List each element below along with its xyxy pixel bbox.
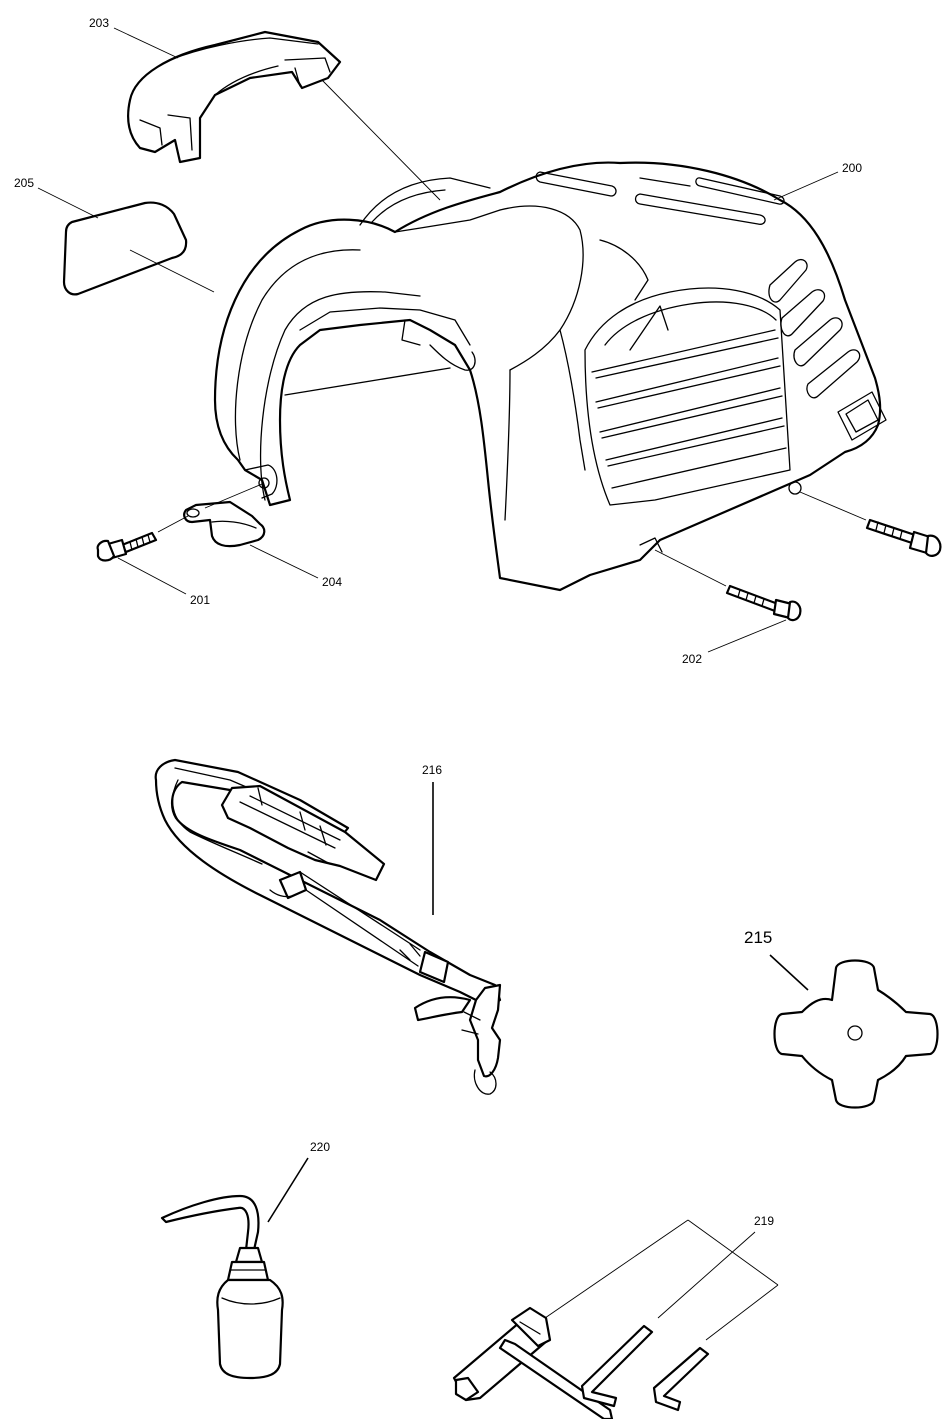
part-216-shoulder-strap <box>154 758 502 1095</box>
leader-220 <box>267 1157 309 1223</box>
callout-220: 220 <box>310 1140 330 1154</box>
leader-lines <box>37 27 867 1341</box>
callout-203: 203 <box>89 16 109 30</box>
leader-202 <box>707 619 787 653</box>
leader-right-bolt <box>799 491 867 521</box>
callout-219: 219 <box>754 1214 774 1228</box>
leader-219 <box>657 1231 756 1319</box>
part-cover-bolt-right <box>865 518 942 557</box>
part-203-top-cover <box>127 30 342 164</box>
callout-201: 201 <box>190 593 210 607</box>
leader-205-to-cover <box>129 249 215 293</box>
leader-202-to-cover <box>654 549 727 587</box>
part-220-oil-bottle <box>160 1194 284 1380</box>
leader-204 <box>249 544 319 579</box>
part-204-clamp <box>183 500 266 548</box>
callout-200: 200 <box>842 161 862 175</box>
part-202-bolt <box>725 584 802 622</box>
callout-216: 216 <box>422 763 442 777</box>
part-219-tool-kit <box>452 1306 710 1419</box>
callout-205: 205 <box>14 176 34 190</box>
leader-219-c <box>705 1284 779 1341</box>
callout-204: 204 <box>322 575 342 589</box>
leader-205 <box>37 187 99 219</box>
leader-219-b <box>687 1219 779 1286</box>
leader-215 <box>769 954 809 991</box>
part-201-bolt <box>96 531 158 562</box>
leader-203-to-cover <box>321 79 441 201</box>
callout-labels: 203 205 200 201 204 202 216 215 220 219 <box>14 16 862 1228</box>
leader-201 <box>117 557 187 595</box>
callout-215: 215 <box>744 928 772 947</box>
part-205-label <box>62 201 188 296</box>
part-215-star-plate <box>773 959 939 1109</box>
leader-219-a <box>544 1219 689 1319</box>
part-200-engine-cover <box>213 161 887 592</box>
callout-202: 202 <box>682 652 702 666</box>
leader-204-to-cover <box>204 483 263 509</box>
leader-200 <box>773 171 839 201</box>
leader-201-to-clamp <box>157 515 189 533</box>
leader-203 <box>113 27 179 59</box>
